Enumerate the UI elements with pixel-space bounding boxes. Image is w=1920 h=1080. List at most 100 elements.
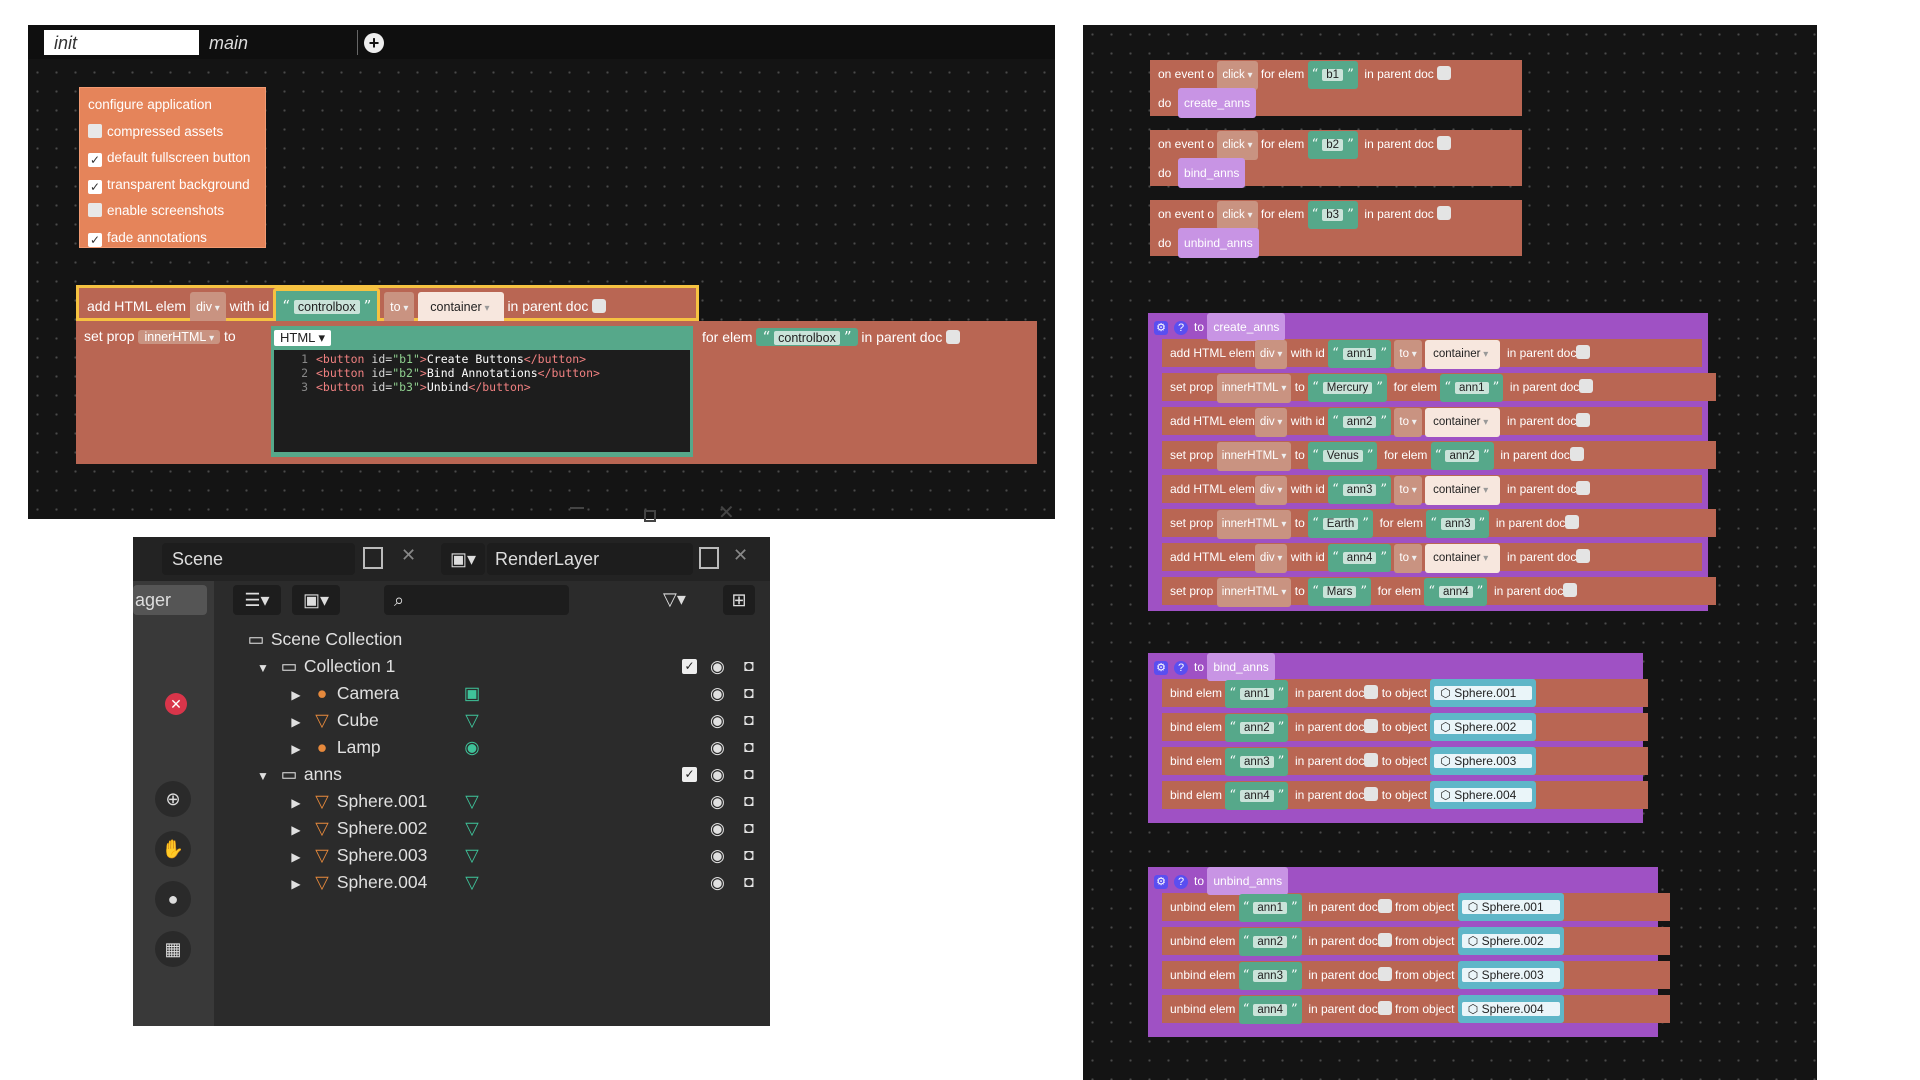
unbind-elem-block[interactable]: unbind elem “ann1” in parent doc from ob…: [1162, 893, 1670, 922]
camera-data-icon[interactable]: ▣: [463, 683, 481, 703]
render-camera-icon[interactable]: ◘: [744, 685, 754, 702]
object-select[interactable]: ⬡ Sphere.001: [1457, 893, 1564, 921]
tag-dropdown[interactable]: div: [1254, 476, 1288, 505]
id-string[interactable]: “controlbox”: [273, 288, 381, 325]
tab-main[interactable]: main: [209, 33, 249, 53]
parent-doc-toggle[interactable]: [1437, 206, 1452, 220]
elem-string[interactable]: “ann2”: [1238, 928, 1302, 956]
parent-doc-toggle[interactable]: [1364, 753, 1379, 767]
parent-doc-toggle[interactable]: [1377, 967, 1392, 981]
elem-string[interactable]: “ann4”: [1424, 578, 1488, 606]
parent-doc-toggle[interactable]: [1364, 787, 1379, 801]
on-event-block[interactable]: on event o click for elem “b2” in parent…: [1150, 130, 1522, 188]
expand-arrow-icon[interactable]: ▶: [291, 742, 301, 756]
elem-string[interactable]: “ann2”: [1430, 442, 1494, 470]
mesh-data-icon[interactable]: ▽: [465, 818, 479, 838]
call-procedure[interactable]: unbind_anns: [1178, 228, 1259, 258]
expand-arrow-icon[interactable]: ▼: [257, 661, 269, 675]
html-code-block[interactable]: HTML ▾ 1<button id="b1">Create Buttons</…: [271, 326, 693, 457]
outliner-item-label[interactable]: Collection 1: [303, 656, 396, 676]
tag-dropdown[interactable]: div: [1254, 544, 1288, 573]
outliner-row[interactable]: ▶● Lamp◉◉◘: [220, 734, 770, 761]
expand-arrow-icon[interactable]: ▶: [291, 715, 301, 729]
search-input[interactable]: ⌕: [384, 585, 569, 615]
elem-string[interactable]: “b3”: [1307, 201, 1358, 229]
tab-init[interactable]: init: [44, 30, 199, 55]
minimize-icon[interactable]: [570, 507, 584, 509]
prop-dropdown[interactable]: innerHTML: [1216, 374, 1292, 403]
gear-icon[interactable]: ⚙: [1154, 875, 1168, 889]
on-event-block[interactable]: on event o click for elem “b3” in parent…: [1150, 200, 1522, 258]
object-select[interactable]: ⬡ Sphere.004: [1457, 995, 1564, 1023]
parent-doc-toggle[interactable]: [1563, 583, 1578, 597]
set-prop-block[interactable]: set prop innerHTML to “Mercury” for elem…: [1162, 373, 1716, 403]
mesh-data-icon[interactable]: ▽: [465, 791, 479, 811]
visibility-eye-icon[interactable]: ◉: [710, 819, 725, 838]
to-dropdown[interactable]: to: [1394, 340, 1422, 369]
expand-arrow-icon[interactable]: ▼: [257, 769, 269, 783]
view-layer-icon[interactable]: ▣▾: [441, 543, 485, 575]
render-camera-icon[interactable]: ◘: [744, 847, 754, 864]
new-layer-icon[interactable]: [699, 547, 719, 569]
render-camera-icon[interactable]: ◘: [744, 820, 754, 837]
outliner-item-label[interactable]: Scene Collection: [270, 629, 403, 649]
pan-hand-icon[interactable]: ✋: [155, 831, 191, 867]
checkbox-unchecked-icon[interactable]: [88, 123, 102, 138]
elem-string[interactable]: “ann1”: [1225, 680, 1289, 708]
unbind-elem-block[interactable]: unbind elem “ann2” in parent doc from ob…: [1162, 927, 1670, 956]
render-camera-icon[interactable]: ◘: [744, 712, 754, 729]
expand-arrow-icon[interactable]: ▶: [291, 850, 301, 864]
tag-dropdown[interactable]: div: [189, 292, 226, 324]
filter-icon[interactable]: ▽▾: [663, 589, 686, 609]
close-icon[interactable]: ✕: [718, 502, 735, 524]
object-select[interactable]: ⬡ Sphere.002: [1457, 927, 1564, 955]
value-string[interactable]: “Venus”: [1308, 442, 1378, 470]
elem-string[interactable]: “ann3”: [1238, 962, 1302, 990]
parent-doc-toggle[interactable]: [1364, 685, 1379, 699]
parent-doc-toggle[interactable]: [1576, 345, 1591, 359]
prop-dropdown[interactable]: innerHTML: [1216, 578, 1292, 607]
value-string[interactable]: “Earth”: [1308, 510, 1373, 538]
render-camera-icon[interactable]: ◘: [744, 766, 754, 783]
outliner-row[interactable]: ▶▽ Sphere.002▽◉◘: [220, 815, 770, 842]
outliner-row[interactable]: ▶● Camera▣◉◘: [220, 680, 770, 707]
unbind-elem-block[interactable]: unbind elem “ann3” in parent doc from ob…: [1162, 961, 1670, 990]
outliner-item-label[interactable]: Sphere.004: [336, 872, 428, 892]
elem-string[interactable]: “ann3”: [1225, 748, 1289, 776]
elem-string[interactable]: “controlbox”: [756, 328, 858, 346]
parent-doc-toggle[interactable]: [1576, 549, 1591, 563]
configure-application-block[interactable]: configure application compressed assets …: [79, 87, 266, 248]
checkbox-checked-icon[interactable]: ✓: [88, 153, 102, 167]
to-dropdown[interactable]: to: [1394, 408, 1422, 437]
checkbox-checked-icon[interactable]: ✓: [88, 179, 102, 194]
parent-doc-toggle[interactable]: [1364, 719, 1379, 733]
manager-tab[interactable]: ager: [133, 585, 207, 615]
help-icon[interactable]: ?: [1174, 321, 1188, 335]
config-option[interactable]: ✓default fullscreen button: [88, 150, 251, 167]
delete-layer-icon[interactable]: ✕: [733, 545, 749, 565]
blender-outliner-panel[interactable]: Scene ✕ ▣▾ RenderLayer ✕ ager ✕ ⊕ ✋ ● ▦ …: [133, 537, 770, 1026]
mesh-data-icon[interactable]: ▽: [465, 845, 479, 865]
event-dropdown[interactable]: click: [1217, 201, 1258, 230]
parent-doc-toggle[interactable]: [1576, 481, 1591, 495]
outliner-row[interactable]: ▭ Scene Collection: [220, 626, 770, 653]
mesh-data-icon[interactable]: ▽: [465, 872, 479, 892]
elem-string[interactable]: “ann1”: [1238, 894, 1302, 922]
object-select[interactable]: ⬡ Sphere.003: [1430, 747, 1537, 775]
object-select[interactable]: ⬡ Sphere.003: [1457, 961, 1564, 989]
parent-doc-toggle[interactable]: [1576, 413, 1591, 427]
collection-checkbox-icon[interactable]: ✓: [682, 659, 697, 674]
visibility-eye-icon[interactable]: ◉: [710, 792, 725, 811]
visibility-eye-icon[interactable]: ◉: [710, 711, 725, 730]
id-string[interactable]: “ann2”: [1328, 408, 1392, 436]
elem-string[interactable]: “b2”: [1307, 131, 1358, 159]
x-axis-gizmo[interactable]: ✕: [165, 693, 187, 715]
collection-checkbox-icon[interactable]: ✓: [682, 767, 697, 782]
to-dropdown[interactable]: to: [1394, 476, 1422, 505]
bind-elem-block[interactable]: bind elem “ann3” in parent doc to object…: [1162, 747, 1648, 776]
value-string[interactable]: “Mercury”: [1308, 374, 1387, 402]
config-option[interactable]: ✓transparent background: [88, 176, 250, 194]
